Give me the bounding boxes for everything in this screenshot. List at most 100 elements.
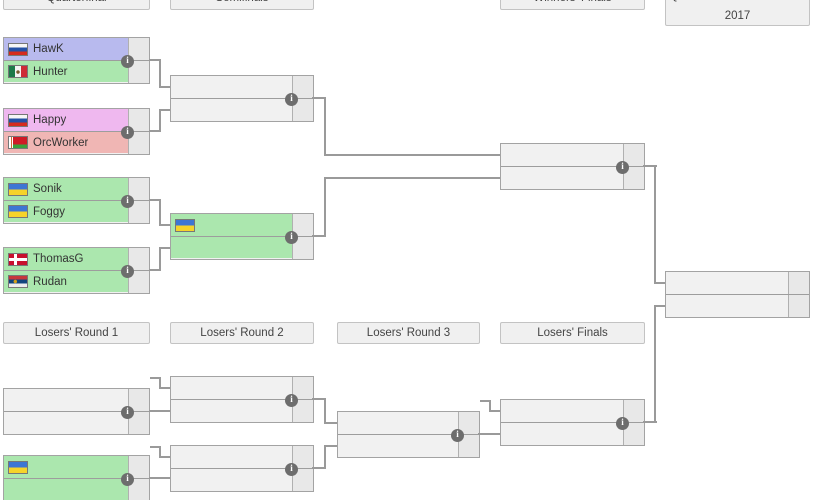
player-slot[interactable] — [4, 389, 149, 411]
player-name: OrcWorker — [33, 136, 89, 149]
player-slot[interactable] — [338, 412, 479, 434]
player-slot[interactable] — [501, 166, 644, 189]
connector-line — [159, 247, 161, 271]
player-slot[interactable] — [501, 400, 644, 422]
score-cell — [788, 295, 809, 317]
info-icon[interactable]: i — [121, 406, 134, 419]
score-cell — [128, 178, 149, 200]
connector-line — [478, 433, 500, 435]
info-icon[interactable]: i — [616, 161, 629, 174]
connector-line — [324, 154, 500, 156]
round-header-semifinals: Semifinals — [170, 0, 314, 10]
round-header-losers-finals: Losers' Finals — [500, 322, 645, 344]
player-slot[interactable] — [171, 468, 313, 491]
player-name: Rudan — [33, 275, 67, 288]
player-slot[interactable] — [4, 411, 149, 434]
connector-line — [159, 109, 161, 132]
player-slot[interactable]: Sonik — [4, 178, 149, 200]
player-slot[interactable] — [4, 478, 149, 500]
score-cell — [292, 237, 313, 259]
player-slot[interactable] — [666, 272, 809, 294]
match-quarterfinal-3: Sonik Foggy i — [3, 177, 150, 224]
info-icon[interactable]: i — [121, 265, 134, 278]
info-icon[interactable]: i — [121, 473, 134, 486]
connector-line — [489, 400, 491, 412]
connector-line — [324, 445, 326, 469]
connector-line — [159, 377, 161, 389]
score-cell — [623, 400, 644, 422]
player-slot[interactable] — [171, 236, 313, 259]
player-slot[interactable]: ThomasG — [4, 248, 149, 270]
score-cell — [128, 456, 149, 478]
round-header-losers-round-2: Losers' Round 2 — [170, 322, 314, 344]
score-cell — [292, 469, 313, 491]
russia-flag-icon — [8, 42, 28, 56]
connector-line — [654, 305, 656, 423]
connector-line — [654, 165, 656, 284]
info-icon[interactable]: i — [285, 394, 298, 407]
player-slot[interactable] — [171, 76, 313, 98]
player-slot[interactable] — [171, 214, 313, 236]
round-header-qualified: Qualified for GCS Summer 2017 — [665, 0, 810, 26]
info-icon[interactable]: i — [451, 429, 464, 442]
player-slot[interactable] — [4, 456, 149, 478]
info-icon[interactable]: i — [121, 55, 134, 68]
player-slot[interactable] — [338, 434, 479, 457]
player-slot[interactable]: Happy — [4, 109, 149, 131]
player-slot[interactable] — [501, 422, 644, 445]
connector-line — [654, 305, 665, 307]
player-slot[interactable] — [171, 98, 313, 121]
connector-line — [159, 387, 170, 389]
player-name: Happy — [33, 114, 67, 126]
info-icon[interactable]: i — [121, 195, 134, 208]
player-slot[interactable]: Hunter — [4, 60, 149, 83]
info-icon[interactable]: i — [285, 231, 298, 244]
player-slot[interactable]: OrcWorker — [4, 131, 149, 154]
match-losers-finals: i — [500, 399, 645, 446]
connector-line — [312, 97, 326, 99]
connector-line — [159, 59, 161, 88]
ukraine-flag-icon — [175, 218, 195, 232]
belarus-flag-icon — [8, 136, 28, 149]
info-icon[interactable]: i — [285, 463, 298, 476]
player-slot[interactable]: Foggy — [4, 200, 149, 223]
score-cell — [128, 61, 149, 83]
score-cell — [292, 214, 313, 236]
connector-line — [159, 109, 170, 111]
player-name: ThomasG — [33, 253, 84, 265]
match-losers-round2-2: i — [170, 445, 314, 492]
connector-line — [324, 398, 326, 424]
player-name: Sonik — [33, 183, 62, 195]
match-losers-round1-2: i — [3, 455, 150, 500]
player-slot[interactable]: Rudan — [4, 270, 149, 293]
score-cell — [128, 479, 149, 500]
connector-line — [149, 410, 170, 412]
player-slot[interactable]: HawK — [4, 38, 149, 60]
match-grand-final — [665, 271, 810, 318]
connector-line — [149, 477, 170, 479]
connector-line — [312, 235, 326, 237]
match-semifinal-2: i — [170, 213, 314, 260]
round-header-winners-finals: Winners' Finals — [500, 0, 645, 10]
round-header-losers-round-1: Losers' Round 1 — [3, 322, 150, 344]
serbia-flag-icon — [8, 275, 28, 288]
player-slot[interactable] — [666, 294, 809, 317]
score-cell — [292, 446, 313, 468]
score-cell — [128, 389, 149, 411]
player-slot[interactable] — [501, 144, 644, 166]
score-cell — [788, 272, 809, 294]
connector-line — [150, 446, 161, 448]
player-slot[interactable] — [171, 399, 313, 422]
score-cell — [292, 99, 313, 121]
score-cell — [128, 38, 149, 60]
player-slot[interactable] — [171, 377, 313, 399]
score-cell — [292, 400, 313, 422]
info-icon[interactable]: i — [285, 93, 298, 106]
connector-line — [149, 130, 161, 132]
ukraine-flag-icon — [8, 205, 28, 218]
player-slot[interactable] — [171, 446, 313, 468]
info-icon[interactable]: i — [616, 417, 629, 430]
info-icon[interactable]: i — [121, 126, 134, 139]
connector-line — [324, 177, 326, 237]
match-winners-finals: i — [500, 143, 645, 190]
